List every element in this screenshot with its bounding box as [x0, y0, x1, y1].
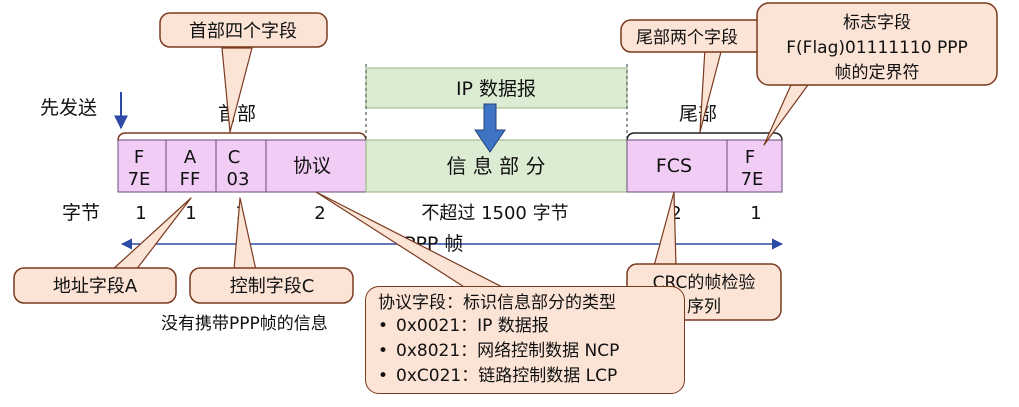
flag-callout-line-2: F(Flag)01111110 PPP — [786, 38, 967, 58]
field-c-name: C — [228, 147, 241, 168]
bytes-label: 字节 — [62, 202, 100, 224]
header-bracket — [117, 132, 367, 142]
field-f-start-value: 7E — [128, 169, 151, 190]
byte-count-fcs: 2 — [670, 203, 681, 224]
control-callout — [189, 267, 354, 304]
ip-down-arrow — [474, 103, 506, 153]
send-first-label: 先发送 — [40, 97, 97, 119]
field-c — [215, 139, 267, 193]
field-fcs-name: FCS — [656, 155, 692, 177]
field-fcs — [626, 139, 728, 193]
flag-callout-line-3: 帧的定界符 — [835, 63, 920, 83]
field-f-end — [726, 139, 783, 193]
flag-leader — [763, 84, 809, 146]
ip-datagram-box — [365, 67, 628, 109]
protocol-callout: 协议字段：标识信息部分的类型 0x0021：IP 数据报 0x8021：网络控制… — [365, 286, 685, 394]
byte-count-protocol: 2 — [314, 203, 325, 224]
field-f-start-name: F — [134, 147, 144, 168]
header-four-leader — [221, 47, 253, 133]
byte-count-info: 不超过 1500 字节 — [421, 203, 568, 224]
protocol-type-item: 0x8021：网络控制数据 NCP — [378, 339, 672, 364]
header-four-callout-text: 首部四个字段 — [189, 21, 297, 42]
trailer-label: 尾部 — [679, 103, 717, 125]
protocol-type-item: 0xC021：链路控制数据 LCP — [378, 364, 672, 389]
trailer-bracket — [626, 132, 783, 142]
byte-count-f-end: 1 — [750, 203, 761, 224]
control-callout-text: 控制字段C — [230, 276, 315, 297]
protocol-type-item: 0x0021：IP 数据报 — [378, 314, 672, 339]
field-information — [365, 139, 628, 193]
field-protocol-name: 协议 — [293, 155, 331, 177]
address-callout-text: 地址字段A — [53, 276, 138, 297]
flag-callout — [756, 2, 998, 86]
address-callout — [13, 267, 177, 304]
crc-callout-line-2: 序列 — [687, 297, 721, 317]
ip-datagram-label: IP 数据报 — [456, 78, 536, 100]
protocol-type-list: 0x0021：IP 数据报 0x8021：网络控制数据 NCP 0xC021：链… — [378, 314, 672, 389]
byte-count-a: 1 — [185, 203, 196, 224]
field-a-value: FF — [180, 169, 201, 190]
byte-count-f-start: 1 — [135, 203, 146, 224]
trailer-two-callout-text: 尾部两个字段 — [636, 28, 738, 48]
header-four-callout — [159, 12, 328, 48]
field-f-end-name: F — [745, 147, 755, 168]
protocol-callout-title: 协议字段：标识信息部分的类型 — [378, 293, 616, 313]
field-information-name: 信 息 部 分 — [446, 154, 545, 178]
field-a-name: A — [184, 147, 197, 168]
field-c-value: 03 — [227, 169, 250, 190]
field-f-end-value: 7E — [741, 169, 764, 190]
address-leader — [111, 197, 192, 271]
flag-callout-line-1: 标志字段 — [843, 13, 911, 33]
crc-leader — [653, 191, 677, 267]
no-payload-note: 没有携带PPP帧的信息 — [161, 314, 328, 334]
field-protocol — [265, 139, 367, 193]
